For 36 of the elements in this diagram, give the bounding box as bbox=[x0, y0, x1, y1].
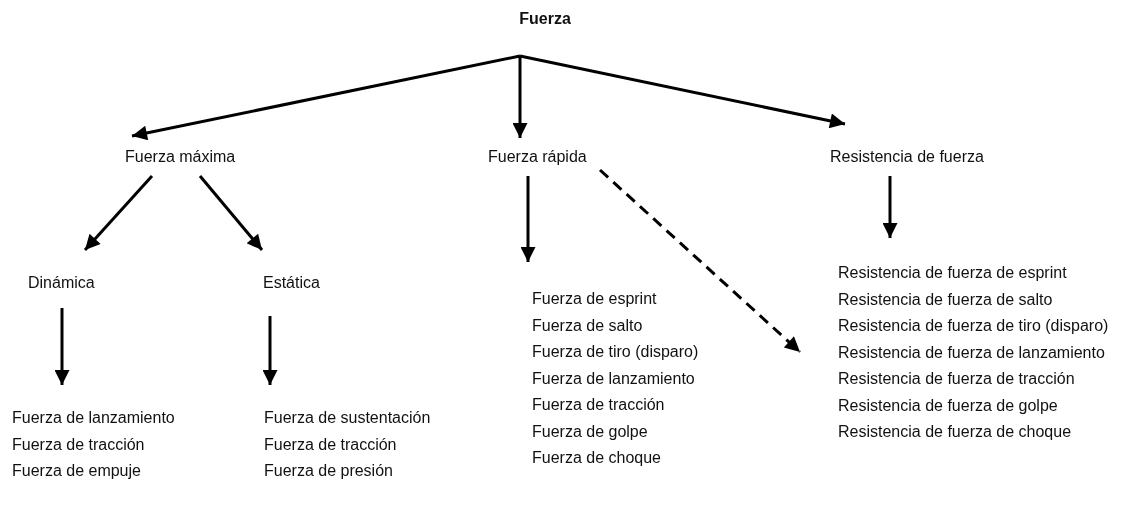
node-label: Fuerza de empuje bbox=[12, 461, 142, 481]
node-label: Resistencia de fuerza de choque bbox=[838, 422, 1073, 442]
title-label: Fuerza bbox=[518, 9, 572, 29]
arrow bbox=[519, 54, 846, 129]
arrow bbox=[599, 168, 801, 354]
node-label: Resistencia de fuerza de tiro (disparo) bbox=[838, 316, 1110, 336]
node-label: Resistencia de fuerza de lanzamiento bbox=[838, 342, 1106, 363]
arrow bbox=[198, 175, 264, 251]
node-label: Fuerza de tiro (disparo) bbox=[532, 342, 700, 362]
node-label: Fuerza de tracción bbox=[264, 434, 398, 455]
node-label: Resistencia de fuerza de salto bbox=[838, 289, 1054, 310]
node-label: Fuerza de salto bbox=[532, 315, 644, 336]
arrow bbox=[520, 176, 536, 262]
node-label: Fuerza de lanzamiento bbox=[532, 368, 696, 389]
node-label: Fuerza máxima bbox=[125, 147, 237, 167]
node-label: Fuerza de tracción bbox=[12, 434, 146, 455]
node-label: Resistencia de fuerza de golpe bbox=[838, 395, 1059, 416]
arrow bbox=[882, 176, 898, 238]
node-label: Dinámica bbox=[28, 273, 96, 293]
node-label: Fuerza de tracción bbox=[532, 395, 666, 415]
arrow bbox=[131, 54, 521, 141]
node-label: Fuerza de sustentación bbox=[264, 408, 432, 428]
arrow bbox=[512, 56, 528, 138]
node-label: Fuerza de lanzamiento bbox=[12, 408, 176, 428]
node-label: Resistencia de fuerza bbox=[830, 147, 985, 167]
node-label: Resistencia de fuerza de esprint bbox=[838, 263, 1068, 283]
arrow bbox=[262, 316, 278, 385]
node-label: Fuerza rápida bbox=[488, 147, 588, 167]
arrow bbox=[54, 308, 70, 385]
node-label: Resistencia de fuerza de tracción bbox=[838, 369, 1076, 389]
node-label: Fuerza de esprint bbox=[532, 289, 658, 309]
node-label: Fuerza de golpe bbox=[532, 421, 649, 442]
node-label: Fuerza de presión bbox=[264, 461, 394, 481]
node-label: Estática bbox=[263, 273, 321, 293]
node-label: Fuerza de choque bbox=[532, 448, 662, 468]
arrow bbox=[83, 175, 154, 251]
